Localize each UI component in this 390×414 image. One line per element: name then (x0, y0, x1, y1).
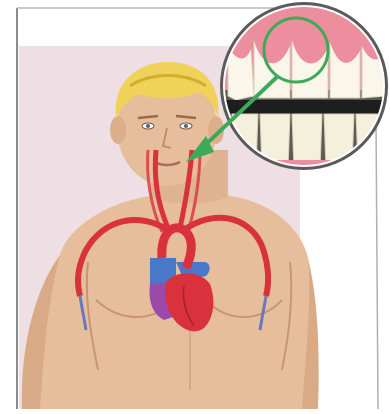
ear-left (110, 116, 126, 144)
pupil-left (146, 124, 150, 128)
pupil-right (184, 124, 188, 128)
